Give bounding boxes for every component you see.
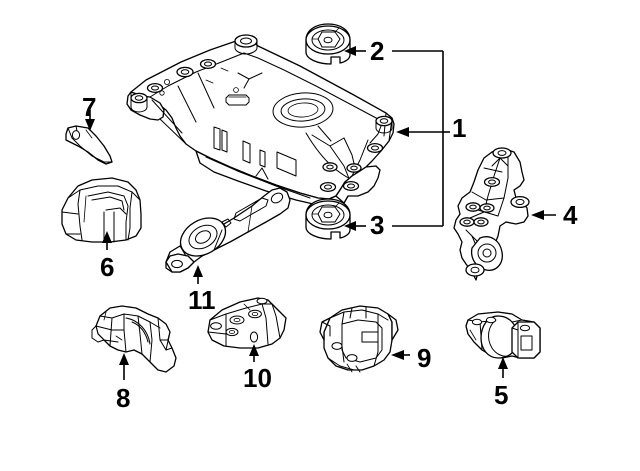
part-engine-cradle-subframe: [126, 34, 395, 208]
part-engine-support-bracket-right: [453, 147, 530, 281]
part-subframe-bushing-rear: [305, 198, 351, 240]
callout-number-8: 8: [116, 383, 131, 413]
part-mount-stop-bracket: [65, 125, 113, 165]
callout-number-5: 5: [494, 380, 509, 410]
callout-number-2: 2: [370, 36, 385, 66]
callout-number-7: 7: [82, 92, 97, 122]
part-transmission-mount: [319, 305, 399, 373]
part-transmission-mount-bracket: [465, 311, 541, 359]
callout-number-4: 4: [563, 200, 578, 230]
callout-number-9: 9: [417, 343, 432, 373]
callout-number-3: 3: [370, 210, 385, 240]
part-torque-strut-pendulum-support: [165, 187, 291, 273]
callout-leader-lines: [85, 46, 556, 380]
part-engine-mount-support-casting: [91, 305, 177, 373]
callout-number-10: 10: [243, 363, 272, 393]
subframe-mounting-holes: [130, 34, 393, 193]
callout-number-11: 11: [188, 285, 216, 315]
callout-number-1: 1: [452, 113, 467, 143]
part-mount-bracket-block: [207, 297, 287, 349]
callout-number-6: 6: [100, 252, 115, 282]
part-subframe-bushing-front: [305, 23, 351, 65]
part-engine-mount-left: [61, 177, 142, 243]
